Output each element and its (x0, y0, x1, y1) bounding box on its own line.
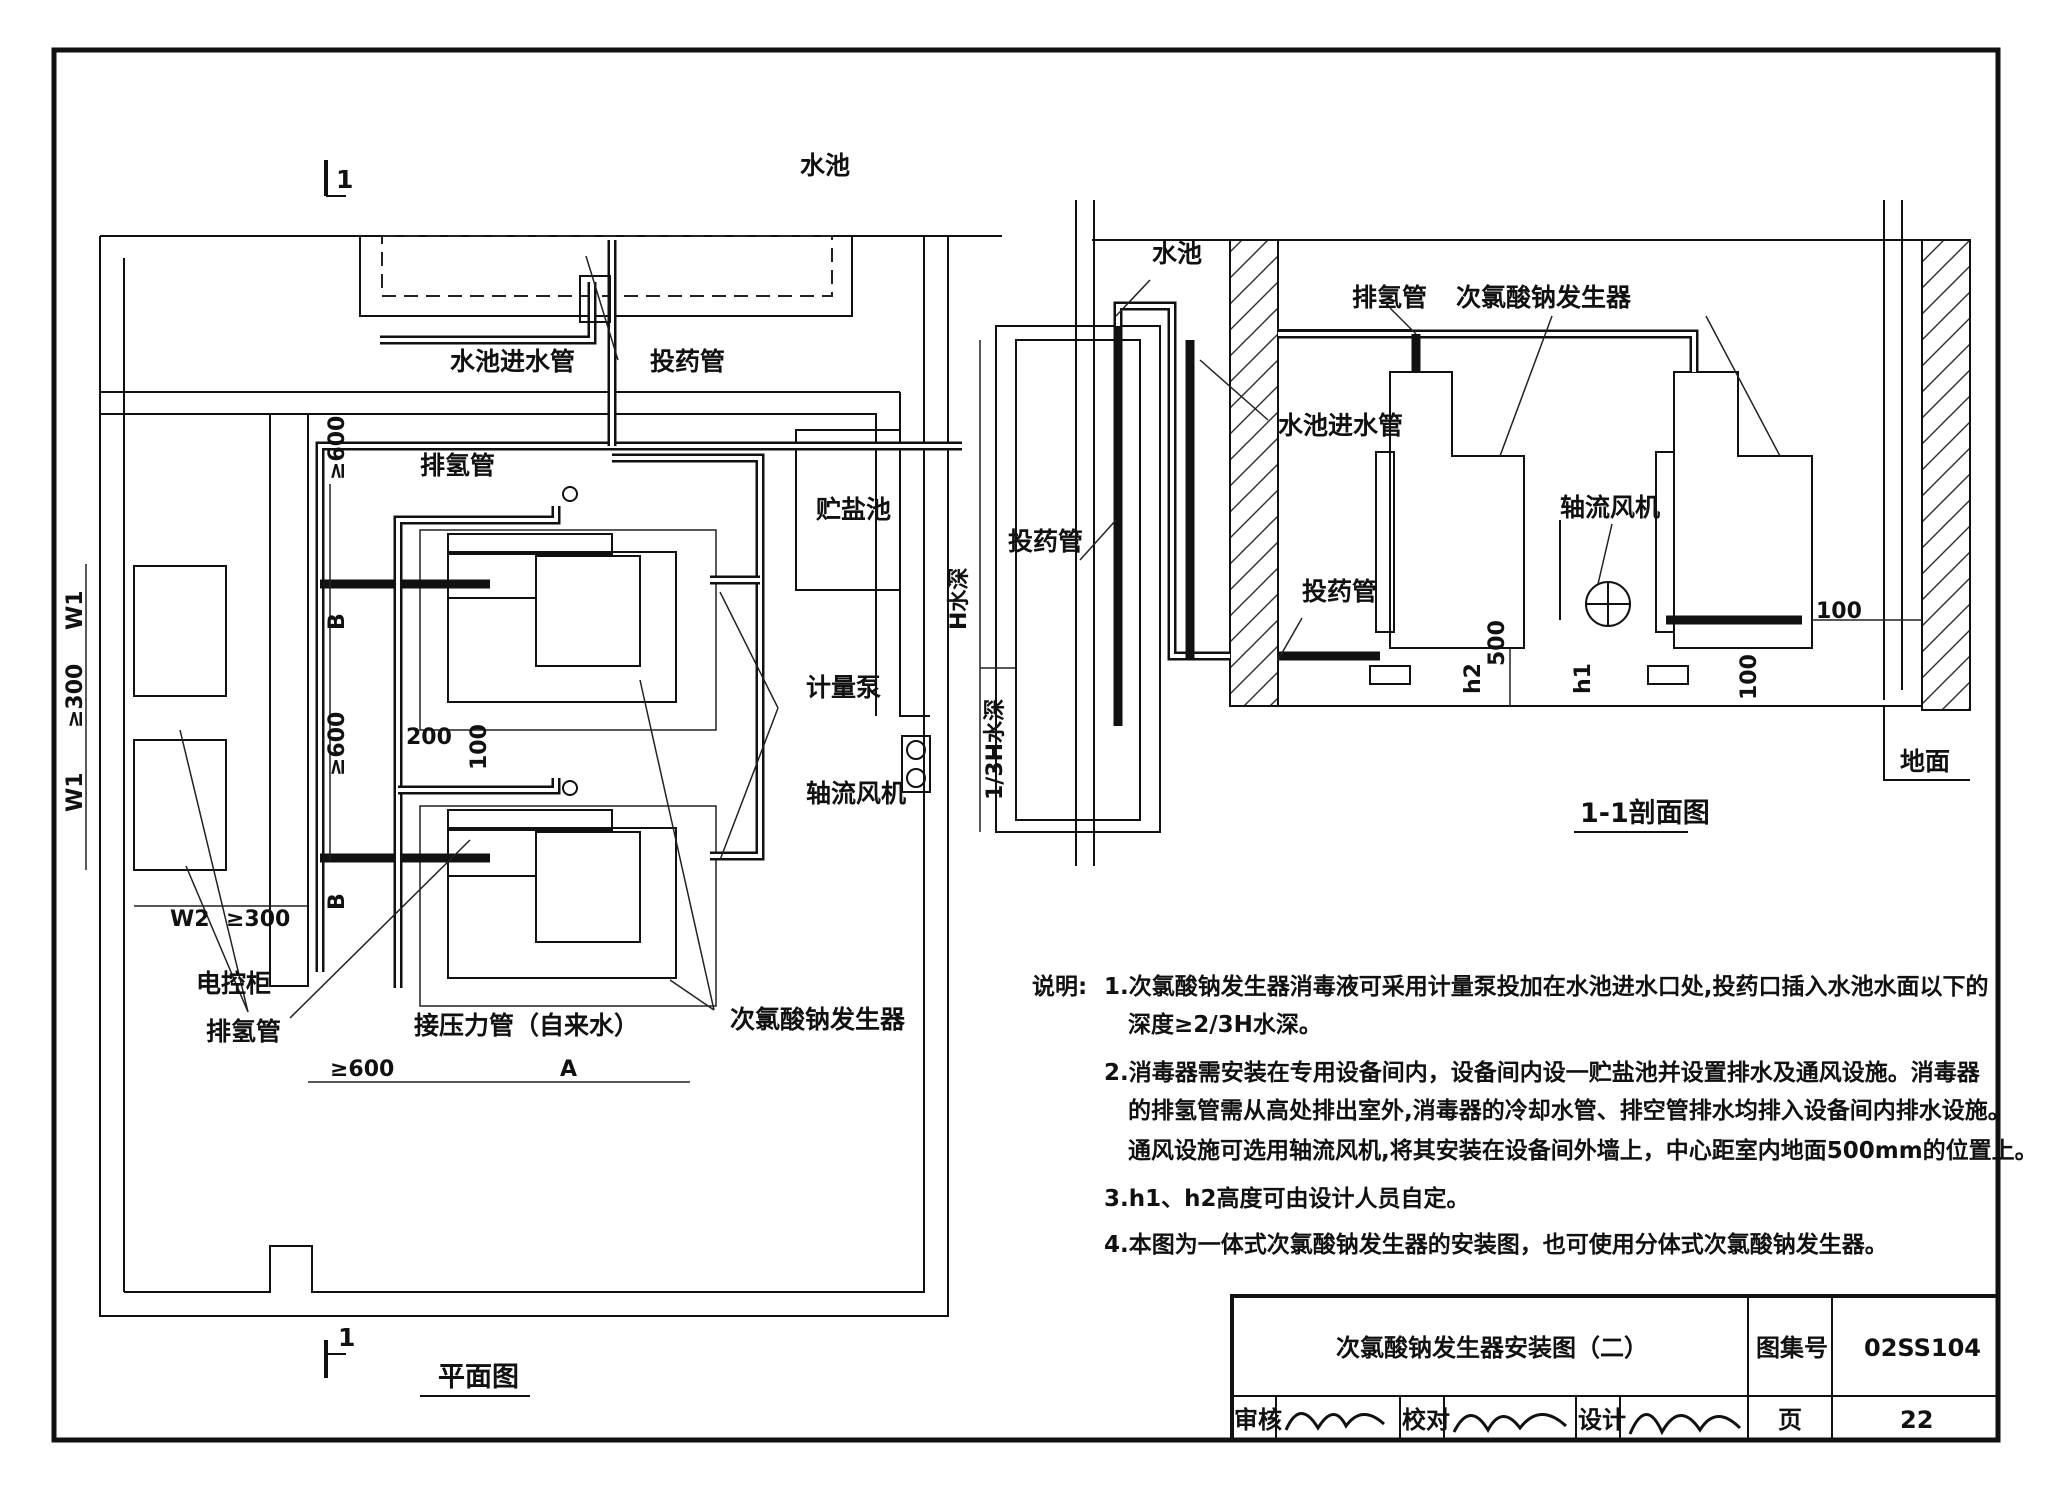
plan-dim-b2: B (325, 893, 350, 910)
title-block-drawing-title: 次氯酸钠发生器安装图（二） (1336, 1334, 1648, 1362)
plan-dim-100: 100 (467, 724, 492, 770)
plan-title: 平面图 (438, 1362, 519, 1393)
section-label-pool: 水池 (1152, 239, 1202, 268)
plan-label-metering-pump: 计量泵 (806, 673, 881, 702)
section-dim-h-depth: H水深 (947, 568, 972, 630)
note-line-1: 1.次氯酸钠发生器消毒液可采用计量泵投加在水池进水口处,投药口插入水池水面以下的 (1104, 973, 1988, 1000)
sheet-border (51, 47, 2001, 1443)
plan-dim-min600-b: ≥600 (325, 712, 350, 776)
notes-heading: 说明: (1032, 973, 1087, 1000)
note-line-2: 深度≥2/3H水深。 (1128, 1011, 1322, 1038)
plan-dim-w1-a: W1 (63, 590, 88, 630)
section-dim-100-a: 100 (1816, 599, 1862, 624)
note-line-7: 4.本图为一体式次氯酸钠发生器的安装图，也可使用分体式次氯酸钠发生器。 (1104, 1231, 1888, 1258)
plan-section-mark-top: 1 (336, 165, 353, 194)
title-block-atlas-no: 02SS104 (1864, 1334, 1981, 1362)
plan-dim-min300-a: ≥300 (63, 664, 88, 728)
section-title: 1-1剖面图 (1580, 797, 1710, 829)
section-label-dosing-pipe-b: 投药管 (1302, 577, 1377, 606)
title-block-check: 校对 (1402, 1406, 1450, 1434)
plan-label-dosing-pipe: 投药管 (650, 347, 725, 376)
section-dim-h1: h1 (1571, 663, 1596, 694)
note-line-6: 3.h1、h2高度可由设计人员自定。 (1104, 1185, 1470, 1212)
plan-dim-200: 200 (406, 725, 452, 750)
plan-section-mark-bottom: 1 (338, 1323, 355, 1352)
plan-label-pressure-pipe: 接压力管（自来水） (414, 1011, 639, 1040)
plan-view (85, 160, 1002, 1378)
title-block-page-no: 22 (1900, 1406, 1933, 1434)
plan-label-brine-pool: 贮盐池 (816, 495, 891, 524)
plan-dim-w2: W2 (170, 907, 210, 932)
section-label-ground: 地面 (1900, 747, 1950, 776)
section-dim-100-b: 100 (1737, 654, 1762, 700)
section-view (979, 200, 1971, 866)
section-label-axial-fan: 轴流风机 (1560, 493, 1660, 522)
plan-dim-a: A (560, 1057, 577, 1082)
title-block-review: 审核 (1234, 1406, 1282, 1434)
title-block-page-label: 页 (1778, 1406, 1802, 1434)
section-dim-third-depth: 1/3H水深 (983, 699, 1008, 800)
plan-dim-b1: B (325, 613, 350, 630)
section-label-generator: 次氯酸钠发生器 (1456, 283, 1632, 312)
plan-dim-min600-c: ≥600 (330, 1057, 394, 1082)
section-label-dosing-pipe-a: 投药管 (1008, 527, 1083, 556)
plan-label-pool: 水池 (800, 151, 850, 180)
section-dim-500: 500 (1485, 620, 1510, 666)
plan-dim-w1-b: W1 (63, 772, 88, 812)
plan-dim-min300-b: ≥300 (226, 907, 290, 932)
section-label-hydrogen-pipe: 排氢管 (1352, 283, 1427, 312)
plan-label-generator: 次氯酸钠发生器 (730, 1005, 906, 1034)
plan-label-hydrogen-pipe: 排氢管 (420, 451, 495, 480)
note-line-3: 2.消毒器需安装在专用设备间内，设备间内设一贮盐池并设置排水及通风设施。消毒器 (1104, 1059, 1981, 1086)
title-block-atlas-label: 图集号 (1756, 1334, 1828, 1362)
plan-label-pool-inlet: 水池进水管 (450, 347, 575, 376)
plan-label-control-cabinet: 电控柜 (196, 969, 271, 998)
title-block (1230, 1294, 2000, 1442)
section-label-pool-inlet: 水池进水管 (1278, 411, 1403, 440)
section-dim-h2: h2 (1461, 663, 1486, 694)
note-line-5: 通风设施可选用轴流风机,将其安装在设备间外墙上，中心距室内地面500mm的位置上… (1128, 1137, 2038, 1164)
plan-label-hydrogen-pipe-2: 排氢管 (206, 1017, 281, 1046)
note-line-4: 的排氢管需从高处排出室外,消毒器的冷却水管、排空管排水均排入设备间内排水设施。 (1128, 1097, 2011, 1124)
plan-label-axial-fan: 轴流风机 (806, 779, 906, 808)
title-block-design: 设计 (1578, 1406, 1626, 1434)
plan-dim-min600-a: ≥600 (325, 416, 350, 480)
